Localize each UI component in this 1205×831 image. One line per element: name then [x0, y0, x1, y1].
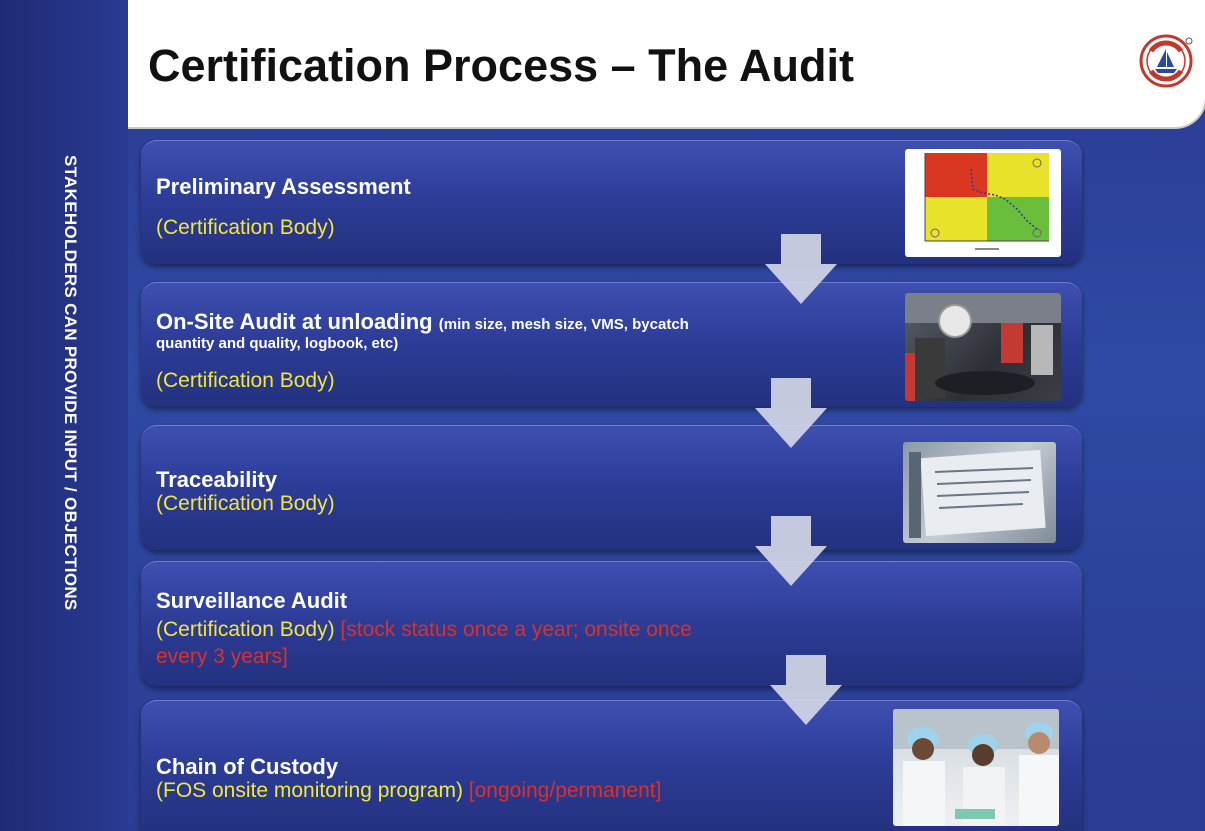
- stage-surveillance-audit: Surveillance Audit (Certification Body) …: [141, 561, 1082, 686]
- stage-body: (Certification Body): [156, 216, 335, 239]
- kobe-plot-graphic: [924, 153, 1049, 250]
- stage-note-line-1: [stock status once a year; onsite once: [340, 618, 692, 641]
- stage-title: Traceability: [156, 467, 278, 492]
- stage-traceability: Traceability (Certification Body): [141, 425, 1082, 550]
- stage-body: (Certification Body): [156, 492, 335, 515]
- fish-unloading-graphic: [905, 293, 1061, 401]
- stage-body: (Certification Body) [stock status once …: [156, 616, 692, 643]
- stage-title: On-Site Audit at unloading (min size, me…: [156, 309, 689, 335]
- stage-title: Preliminary Assessment: [156, 174, 411, 199]
- documents-graphic: [909, 449, 1046, 538]
- arrow-down-icon: [755, 516, 827, 586]
- stage-title: Surveillance Audit: [156, 588, 348, 613]
- stage-body: (Certification Body): [156, 369, 335, 392]
- stage-on-site-audit: On-Site Audit at unloading (min size, me…: [141, 282, 1082, 407]
- workers-photo: [893, 709, 1059, 826]
- side-label: STAKEHOLDERS CAN PROVIDE INPUT / OBJECTI…: [61, 155, 80, 611]
- header: Certification Process – The Audit: [128, 0, 1205, 129]
- friend-of-the-sea-logo-icon: [1139, 34, 1193, 88]
- page-title: Certification Process – The Audit: [148, 40, 854, 91]
- documents-photo: [903, 442, 1056, 543]
- stage-body-text: (FOS onsite monitoring program): [156, 779, 469, 802]
- workers-graphic: [893, 709, 1059, 826]
- arrow-down-icon: [755, 378, 827, 448]
- stage-note: [ongoing/permanent]: [468, 779, 662, 802]
- stage-title-text: On-Site Audit at unloading: [156, 309, 433, 334]
- stage-note-line-2: every 3 years]: [156, 645, 288, 668]
- left-bar: [0, 0, 128, 831]
- stage-body: (FOS onsite monitoring program) [ongoing…: [156, 777, 661, 804]
- kobe-plot-chart: [905, 149, 1061, 257]
- stage-preliminary-assessment: Preliminary Assessment (Certification Bo…: [141, 140, 1082, 264]
- stage-detail-line-1: (min size, mesh size, VMS, bycatch: [438, 316, 689, 333]
- arrow-down-icon: [770, 655, 842, 725]
- stage-body-text: (Certification Body): [156, 618, 341, 641]
- stage-detail-line-2: quantity and quality, logbook, etc): [156, 335, 399, 352]
- stage-chain-of-custody: Chain of Custody (FOS onsite monitoring …: [141, 700, 1082, 831]
- fish-unloading-photo: [905, 293, 1061, 401]
- arrow-down-icon: [765, 234, 837, 304]
- stage-title: Chain of Custody: [156, 754, 339, 779]
